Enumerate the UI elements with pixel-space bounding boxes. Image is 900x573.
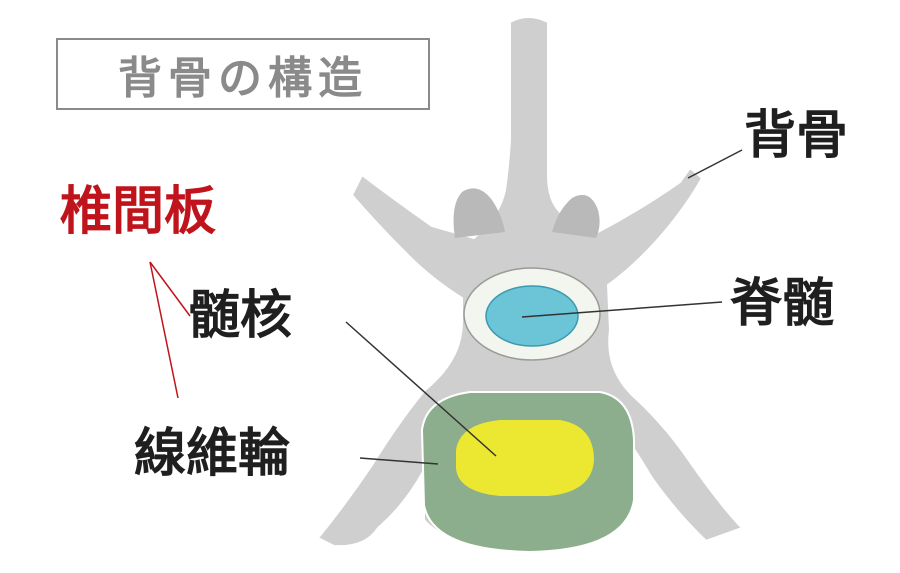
lamina-lobe-right <box>552 194 600 238</box>
lamina-lobe-left <box>453 188 505 238</box>
label-spinal-cord: 脊髄 <box>730 273 835 334</box>
label-nucleus: 髄核 <box>188 285 293 346</box>
diagram-title: 背骨の構造 <box>118 53 368 104</box>
leader-disc-upper <box>149 261 191 317</box>
leader-spine <box>687 149 743 179</box>
leader-annulus <box>359 457 439 465</box>
label-annulus: 線維輪 <box>134 423 291 484</box>
leader-disc-lower <box>149 261 179 399</box>
label-disc: 椎間板 <box>60 181 217 242</box>
leader-nucleus <box>345 321 497 457</box>
label-spine: 背骨 <box>744 105 849 166</box>
title-box: 背骨の構造 <box>56 38 430 110</box>
nucleus-pulposus <box>456 420 594 496</box>
leader-spinal-cord <box>521 301 723 318</box>
